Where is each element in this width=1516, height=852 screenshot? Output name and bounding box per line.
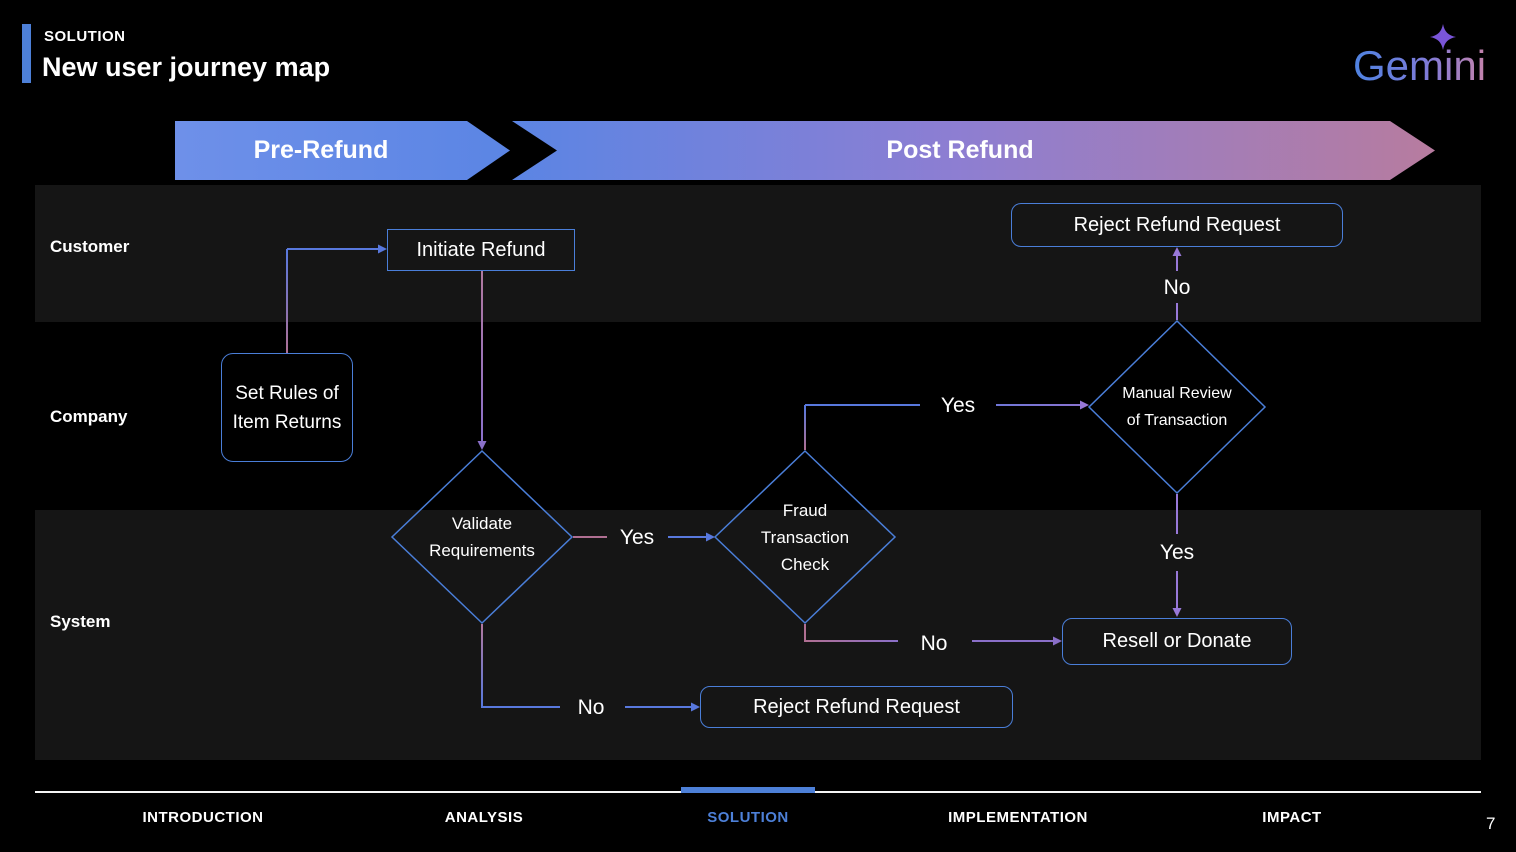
node-set-rules: Set Rules of Item Returns — [221, 353, 353, 462]
edge-label-manual-yes: Yes — [1159, 541, 1195, 564]
gemini-star-icon — [1430, 24, 1456, 50]
lane-label-customer: Customer — [50, 237, 130, 256]
nav-item-impact[interactable]: IMPACT — [1262, 809, 1322, 826]
edge-label-validate-yes: Yes — [619, 526, 655, 549]
lane-customer — [35, 185, 1481, 322]
banner-pre-label: Pre-Refund — [253, 136, 389, 164]
lane-label-system: System — [50, 612, 111, 631]
node-initiate-refund: Initiate Refund — [387, 229, 575, 271]
node-reject-refund-bottom: Reject Refund Request — [700, 686, 1013, 728]
arrowhead-initiate — [378, 244, 387, 254]
edge-label-fraud-no: No — [920, 632, 948, 655]
nav-item-introduction[interactable]: INTRODUCTION — [142, 809, 264, 826]
arrowhead-reject-bottom — [691, 702, 700, 712]
banner-post-segment — [512, 121, 1435, 180]
arrowhead-reject-top — [1172, 247, 1182, 256]
footer-active-indicator — [681, 787, 815, 793]
edge-label-fraud-yes: Yes — [940, 394, 976, 417]
arrowhead-fraud — [706, 532, 715, 542]
nav-item-implementation[interactable]: IMPLEMENTATION — [948, 809, 1088, 826]
arrowhead-manual-review — [1080, 400, 1089, 410]
section-eyebrow: SOLUTION — [44, 28, 126, 45]
banner-post-label: Post Refund — [886, 136, 1034, 164]
node-resell-or-donate: Resell or Donate — [1062, 618, 1292, 665]
node-reject-refund-top: Reject Refund Request — [1011, 203, 1343, 247]
arrowhead-validate — [477, 441, 487, 450]
node-manual-review-label: Manual Review of Transaction — [1122, 385, 1232, 429]
edge-label-manual-no: No — [1163, 276, 1191, 299]
edge-label-validate-no: No — [577, 696, 605, 719]
arrowhead-resell-left — [1053, 636, 1062, 646]
page-number: 7 — [1486, 814, 1496, 833]
node-fraud-check-label: Fraud Transaction Check — [760, 500, 850, 574]
node-fraud-check-diamond — [713, 449, 897, 625]
gemini-wordmark: Gemini — [1353, 42, 1487, 89]
node-validate-label: Validate Requirements — [429, 514, 535, 560]
arrowhead-resell-top — [1172, 608, 1182, 617]
lane-label-company: Company — [50, 407, 128, 426]
banner-pre-segment — [175, 121, 510, 180]
nav-item-solution[interactable]: SOLUTION — [707, 809, 789, 826]
page-title: New user journey map — [42, 52, 331, 82]
lane-system — [35, 510, 1481, 760]
nav-item-analysis[interactable]: ANALYSIS — [444, 809, 524, 826]
node-validate-diamond — [390, 449, 574, 625]
header-accent-bar — [22, 24, 31, 83]
node-manual-review-diamond — [1087, 319, 1267, 495]
